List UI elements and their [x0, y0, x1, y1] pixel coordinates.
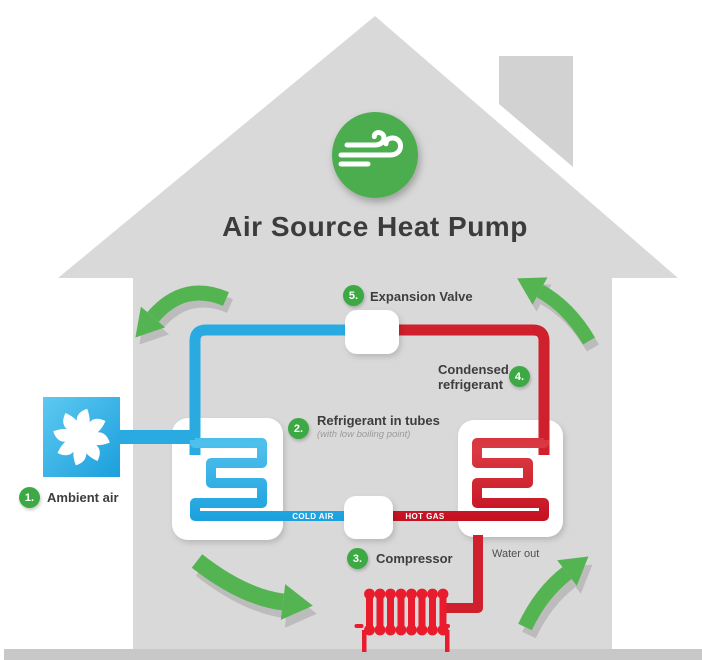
flow-arrow-top-right [517, 277, 600, 352]
expansion-valve-box [345, 310, 399, 354]
flow-arrow-top-left [135, 285, 233, 345]
radiator [354, 588, 450, 652]
evaporator-coil [190, 438, 368, 521]
fan-icon [53, 408, 110, 466]
wind-circle [332, 112, 418, 198]
wind-icon [338, 129, 404, 167]
compressor-box [344, 496, 393, 539]
water-out-pipe [444, 535, 483, 613]
chimney [499, 56, 573, 167]
ground [4, 649, 702, 660]
fan-unit [43, 397, 120, 477]
condenser-coil [368, 438, 549, 521]
flow-arrow-bottom-right [518, 556, 593, 639]
flow-arrow-bottom-left [191, 554, 317, 628]
